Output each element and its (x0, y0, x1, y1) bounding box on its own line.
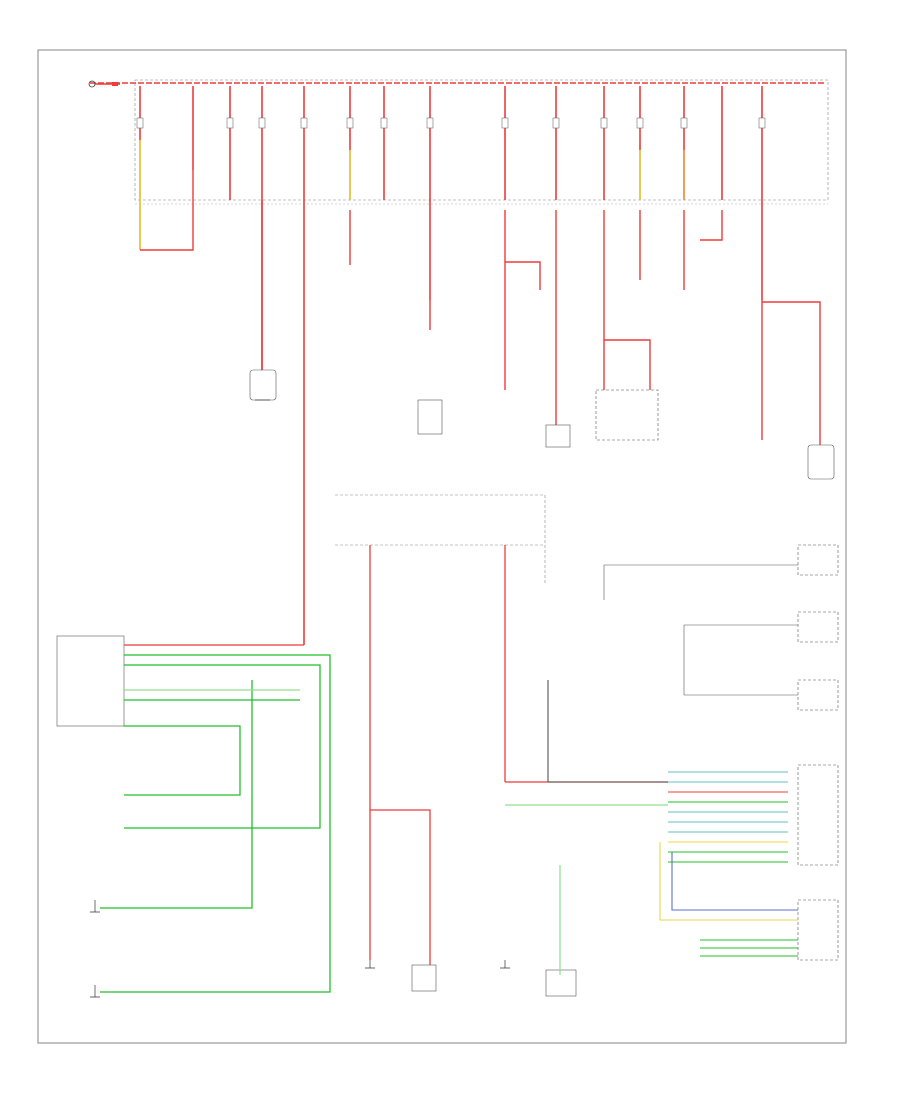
right-module-lines (603, 564, 798, 696)
lower-feed-wires (261, 200, 821, 445)
module-right-2 (797, 611, 839, 643)
module-right-4 (797, 899, 839, 961)
battery-source-connector (88, 80, 120, 88)
left-relay-loop (140, 170, 194, 251)
module-right-1 (797, 544, 839, 576)
light-green-wires (124, 689, 668, 975)
module-right-5 (797, 764, 839, 866)
green-wires (100, 654, 331, 993)
component-box-2 (417, 399, 443, 435)
module-right-3 (797, 679, 839, 711)
center-fuse-box (335, 494, 546, 585)
fuse-drops (139, 86, 763, 645)
component-box-4 (595, 389, 659, 441)
component-box-5 (807, 444, 835, 480)
module-left-box (56, 635, 125, 727)
module-bottom-2 (545, 969, 577, 997)
component-box-1 (249, 369, 277, 401)
diagram-frame (37, 49, 847, 1044)
fuse-symbols (136, 117, 766, 129)
right-wire-bundle (547, 680, 798, 957)
colored-wire-segments (139, 140, 685, 250)
center-feed-wires (124, 545, 668, 965)
component-boxes (56, 369, 839, 997)
component-box-3 (545, 424, 571, 448)
ground-symbols (90, 399, 510, 998)
fuse-box-outline (134, 79, 829, 201)
module-bottom-1 (411, 964, 437, 992)
